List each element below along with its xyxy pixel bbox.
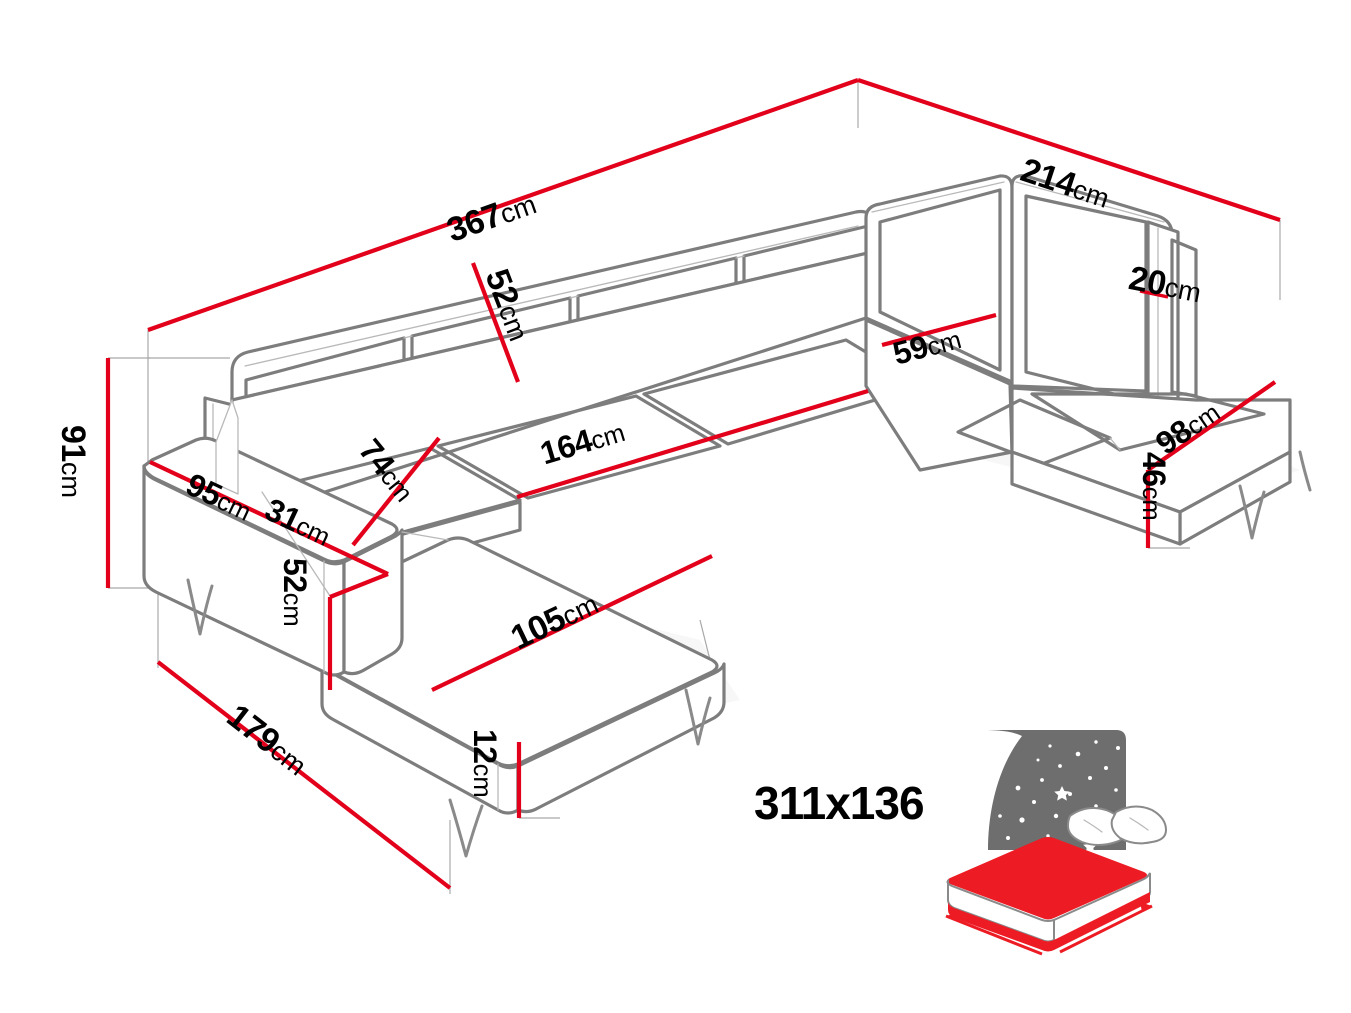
dim-line-105 — [431, 554, 713, 692]
sofa-corner-section — [864, 174, 1014, 472]
sofa-left-chaise — [320, 536, 726, 858]
dim-line-52-back — [471, 262, 520, 383]
dim-label-52-armrest-height: 52cm — [277, 558, 313, 627]
dim-line-95 — [149, 460, 389, 576]
dim-label-12-leg-height: 12cm — [467, 729, 503, 798]
dim-label-46-seat-height: 46cm — [1136, 452, 1172, 521]
dim-line-179 — [156, 660, 452, 890]
dim-line-367 — [147, 78, 859, 332]
sofa-left-seat-connector — [261, 491, 449, 597]
sofa-bed-icon — [945, 730, 1168, 956]
sofa-right-chaise — [956, 386, 1312, 546]
dim-line-214 — [857, 78, 1281, 222]
sofa-left-arm — [142, 399, 404, 677]
dim-line-164 — [516, 388, 869, 500]
dim-label-91-overall-height: 91cm — [54, 425, 92, 499]
dim-line-31 — [329, 572, 389, 599]
dim-line-59 — [881, 312, 997, 348]
dim-line-20 — [1139, 289, 1169, 299]
dim-line-98 — [1146, 380, 1277, 472]
dim-line-74 — [351, 436, 441, 547]
sleeping-area-label: 311x136 — [754, 777, 925, 829]
dimension-lines — [105, 78, 1281, 890]
sofa-right-back-section — [1010, 174, 1198, 406]
